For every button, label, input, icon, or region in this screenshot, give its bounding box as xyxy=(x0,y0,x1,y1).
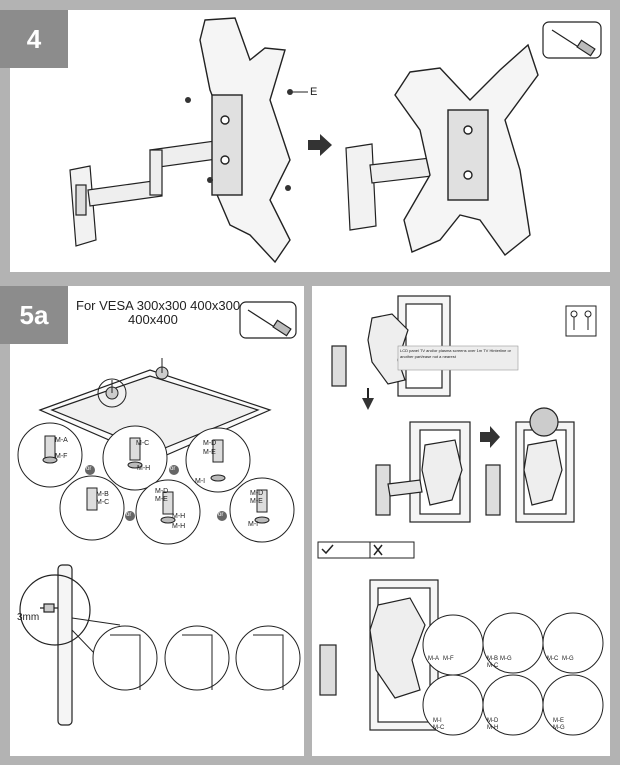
circle-2-top: M-C xyxy=(136,440,150,447)
br-label-2c: M-C xyxy=(487,663,499,669)
br-label-4a: M-I xyxy=(433,718,442,724)
or-label-1: or xyxy=(86,466,92,472)
vesa-sizes-text: For VESA 300x300 400x300 xyxy=(76,298,241,313)
or-label-4: or xyxy=(218,512,224,518)
screw-circle-2 xyxy=(102,425,168,491)
screw-circle-6 xyxy=(229,477,295,543)
circle-3-mid: M-E xyxy=(203,449,216,456)
circle-1-bottom: M-F xyxy=(55,453,68,460)
step4-wall-plate xyxy=(69,165,97,247)
bottom-combination-circles xyxy=(422,612,604,736)
circle-4-top: M-B xyxy=(96,491,109,498)
step4-arm xyxy=(87,139,225,207)
screw-circle-5 xyxy=(135,479,201,545)
min-gap-label: 3mm xyxy=(17,612,40,623)
tv-edge-detail-circles xyxy=(92,625,301,691)
circle-2-bottom: M-H xyxy=(137,465,151,472)
step4-result-plate xyxy=(394,43,539,257)
note-box xyxy=(397,345,519,371)
tv-with-bracket-mid-right xyxy=(485,407,575,523)
circle-3-top: M-D xyxy=(203,440,217,447)
step-5a-badge: 5a xyxy=(0,286,68,344)
circle-5-mid: M-E xyxy=(155,496,168,503)
screwdriver-icon-5a xyxy=(239,301,297,339)
br-label-5b: M-H xyxy=(487,725,499,731)
circle-6-bottom: M-I xyxy=(248,521,259,528)
screw-circle-1 xyxy=(17,422,83,488)
br-label-6a: M-E xyxy=(553,718,564,724)
step-4-badge: 4 xyxy=(0,10,68,68)
circle-5-top: M-D xyxy=(155,488,169,495)
br-label-2a: M-B xyxy=(487,656,498,662)
br-label-1a: M-A xyxy=(428,656,439,662)
step4-vesa-plate xyxy=(199,17,291,264)
step4-result-arm xyxy=(369,157,433,184)
circle-6-top: M-D xyxy=(250,490,264,497)
tv-edge-side xyxy=(19,564,91,726)
br-label-2b: M-G xyxy=(500,656,512,662)
vesa-sizes-text-2: 400x400 xyxy=(128,312,178,327)
tv-with-bracket-mid-left xyxy=(375,421,471,523)
or-label-3: or xyxy=(126,512,132,518)
note-text: LCD panel TV and/or plasma screens over … xyxy=(400,348,512,359)
tv-screws xyxy=(105,358,169,400)
br-label-5a: M-D xyxy=(487,718,499,724)
circle-3-bottom: M-I xyxy=(195,478,206,485)
br-label-3b: M-G xyxy=(562,656,574,662)
circle-6-mid: M-E xyxy=(250,498,263,505)
tv-bracket-bottom xyxy=(319,579,439,731)
or-label-2: or xyxy=(170,466,176,472)
tv-screw-magnify xyxy=(97,378,127,408)
circle-1-top: M-A xyxy=(55,437,68,444)
part-label-e: E xyxy=(310,86,318,98)
circle-5-bottom: M-H xyxy=(172,513,186,520)
br-label-4b: M-C xyxy=(433,725,445,731)
br-label-3a: M-C xyxy=(547,656,559,662)
br-label-6b: M-G xyxy=(553,725,565,731)
circle-5-extra: M-H xyxy=(172,523,186,530)
screwdriver-icon xyxy=(542,21,602,59)
br-label-1b: M-F xyxy=(443,656,454,662)
or-bubbles xyxy=(85,465,227,521)
step4-arrow xyxy=(308,134,332,156)
step4-result-wallplate xyxy=(345,143,377,231)
two-person-icon xyxy=(565,305,597,337)
screw-circle-4 xyxy=(59,475,125,541)
correct-incorrect-strip xyxy=(317,541,415,559)
right-arrow-mid xyxy=(480,426,500,448)
circle-4-mid: M-C xyxy=(96,499,110,506)
screw-circle-3 xyxy=(185,427,251,493)
step4-screws xyxy=(185,89,293,191)
